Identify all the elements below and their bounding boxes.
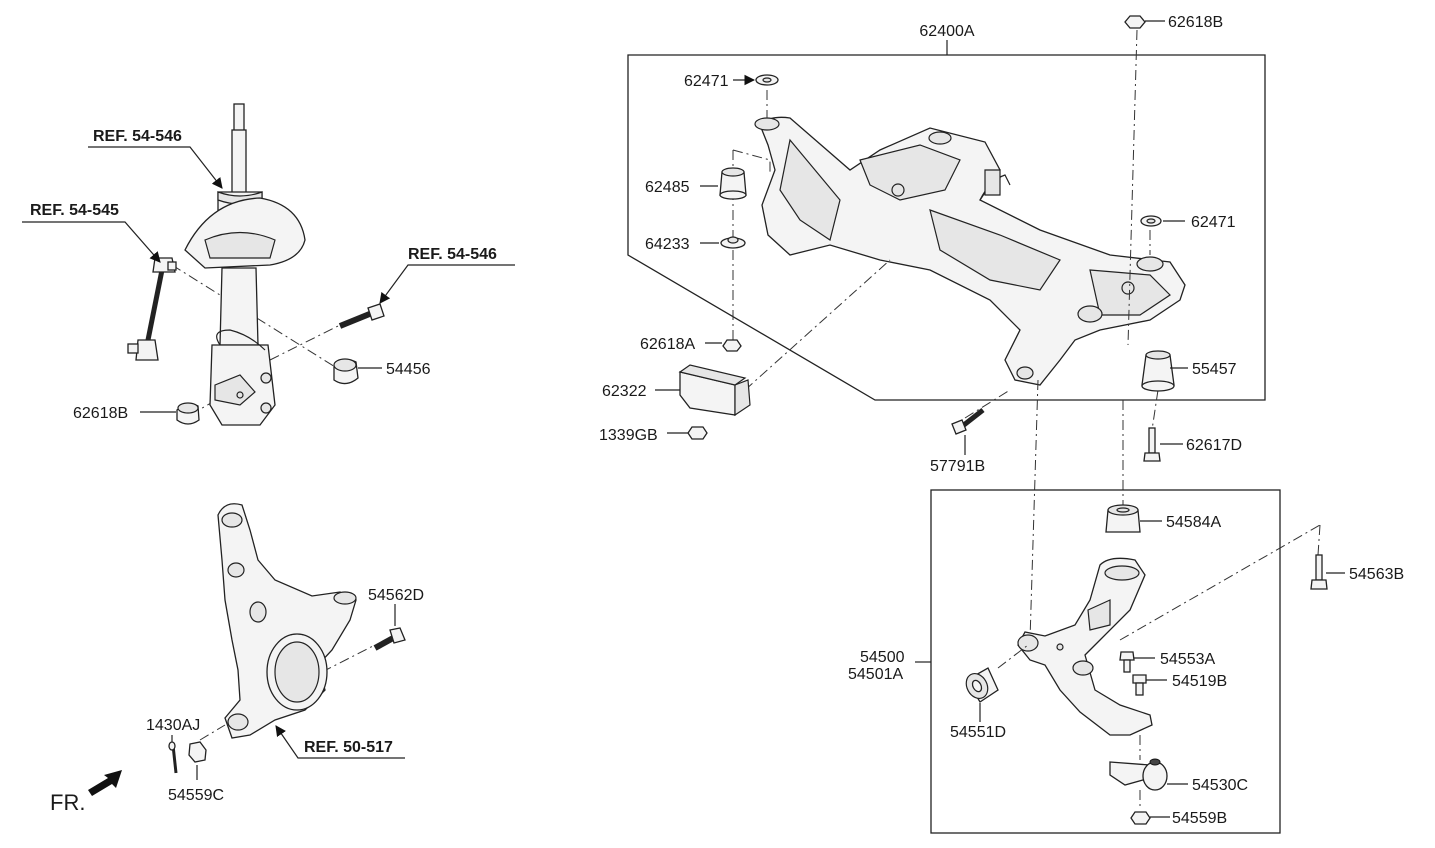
label-62618B-top: 62618B [1168, 14, 1223, 31]
front-direction-label: FR. [50, 790, 85, 815]
label-54584A: 54584A [1166, 514, 1221, 531]
knuckle-group [168, 503, 406, 774]
label-54562D: 54562D [368, 587, 424, 604]
label-1430AJ: 1430AJ [146, 717, 200, 734]
label-55457: 55457 [1192, 361, 1237, 378]
crossmember-box [627, 54, 1266, 401]
ref-label-50-517[interactable]: REF. 50-517 [304, 739, 393, 756]
cotter-pin-1430AJ[interactable] [168, 741, 178, 774]
crossmember-group [627, 29, 1266, 641]
steering-knuckle-part[interactable] [217, 503, 357, 739]
label-62400A: 62400A [919, 23, 974, 40]
ref-label-54-546-a[interactable]: REF. 54-546 [93, 128, 182, 145]
label-54559C: 54559C [168, 787, 224, 804]
label-54553A: 54553A [1160, 651, 1215, 668]
label-54500: 54500 [860, 649, 905, 666]
label-1339GB: 1339GB [599, 427, 658, 444]
strut-group [127, 103, 385, 426]
ref-label-54-546-b[interactable]: REF. 54-546 [408, 246, 497, 263]
label-54559B: 54559B [1172, 810, 1227, 827]
label-54551D: 54551D [950, 724, 1006, 741]
label-54563B: 54563B [1349, 566, 1404, 583]
label-62322: 62322 [602, 383, 647, 400]
ref-label-54-545[interactable]: REF. 54-545 [30, 202, 119, 219]
nut-54559B[interactable] [1130, 811, 1151, 825]
nut-62618B-top[interactable] [1124, 15, 1146, 29]
label-54519B: 54519B [1172, 673, 1227, 690]
ref-54-545[interactable] [22, 221, 161, 263]
label-64233: 64233 [645, 236, 690, 253]
bolt-62617D[interactable] [1143, 427, 1161, 462]
bushing-54584A[interactable] [1105, 504, 1141, 533]
label-54530C: 54530C [1192, 777, 1248, 794]
strut-assembly-part[interactable] [184, 103, 306, 426]
bracket-62322[interactable] [678, 364, 751, 417]
ref-50-517[interactable] [275, 725, 405, 759]
nut-1339GB[interactable] [687, 426, 708, 440]
label-62618B-left: 62618B [73, 405, 128, 422]
ball-joint-54530C[interactable] [1109, 758, 1168, 791]
lower-arm-group [915, 489, 1321, 834]
bolt-54553A[interactable] [1119, 651, 1135, 673]
nut-62618B-left[interactable] [176, 402, 200, 425]
label-62485: 62485 [645, 179, 690, 196]
washer-62471-b[interactable] [1140, 215, 1162, 227]
bolt-54562D[interactable] [373, 627, 406, 651]
label-62617D: 62617D [1186, 437, 1242, 454]
nut-62618A[interactable] [722, 339, 742, 352]
label-62471-b: 62471 [1191, 214, 1236, 231]
bushing-62485[interactable] [719, 167, 747, 200]
nut-54559C[interactable] [188, 741, 207, 763]
label-54456: 54456 [386, 361, 431, 378]
bolt-long[interactable] [338, 303, 385, 329]
bushing-55457[interactable] [1141, 350, 1175, 392]
ref-54-546-b[interactable] [379, 264, 515, 304]
bushing-54551D[interactable] [962, 667, 999, 703]
bolt-54519B[interactable] [1132, 674, 1147, 696]
label-62471-a: 62471 [684, 73, 729, 90]
label-54501A: 54501A [848, 666, 903, 683]
lower-control-arm-part[interactable] [1017, 557, 1153, 736]
bolt-54563B[interactable] [1310, 554, 1328, 590]
washer-64233[interactable] [720, 236, 746, 249]
ref-54-546-a[interactable] [88, 146, 223, 189]
bolt-57791B[interactable] [951, 408, 985, 435]
stabilizer-link-part[interactable] [127, 257, 177, 361]
nut-54456[interactable] [333, 358, 359, 385]
washer-62471-a[interactable] [755, 74, 779, 86]
label-62618A: 62618A [640, 336, 695, 353]
label-57791B: 57791B [930, 458, 985, 475]
front-direction-arrow-icon [88, 770, 122, 796]
crossmember-part[interactable] [754, 116, 1186, 386]
